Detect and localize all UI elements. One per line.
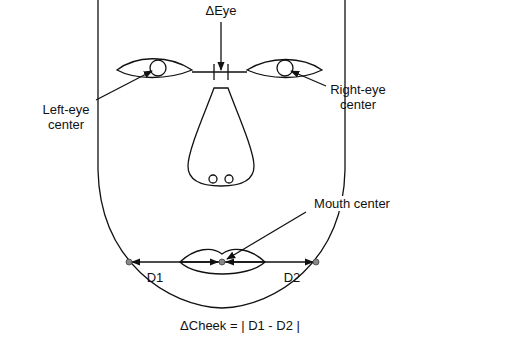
leader-line (96, 71, 152, 100)
cheek-point (313, 259, 319, 265)
cheek-point (126, 259, 132, 265)
eye-gap-tick (213, 64, 214, 80)
left-eye-label: Left-eye center (34, 102, 98, 132)
mouth-center-label: Mouth center (302, 196, 402, 211)
leader-line (227, 212, 306, 259)
nostril (209, 175, 217, 183)
eye-gap-tick (227, 64, 228, 80)
right-eye (247, 60, 322, 78)
d2-label: D2 (277, 270, 307, 285)
mouth-center-point (219, 259, 225, 265)
right-iris (277, 60, 293, 76)
face-outline (98, 0, 345, 308)
d1-label: D1 (140, 270, 170, 285)
delta-eye-label: ΔEye (191, 3, 251, 18)
nostril (225, 175, 233, 183)
delta-cheek-label: ΔCheek = | D1 - D2 | (140, 318, 340, 333)
eye-gap-line (192, 71, 247, 72)
eye-gap-arrow (220, 22, 221, 70)
left-iris (150, 60, 166, 76)
nose (188, 88, 254, 186)
d2-arrow (226, 261, 313, 262)
leader-line (291, 71, 326, 86)
right-eye-label: Right-eye center (323, 82, 393, 112)
d1-arrow (132, 261, 218, 262)
left-eye (117, 59, 192, 78)
